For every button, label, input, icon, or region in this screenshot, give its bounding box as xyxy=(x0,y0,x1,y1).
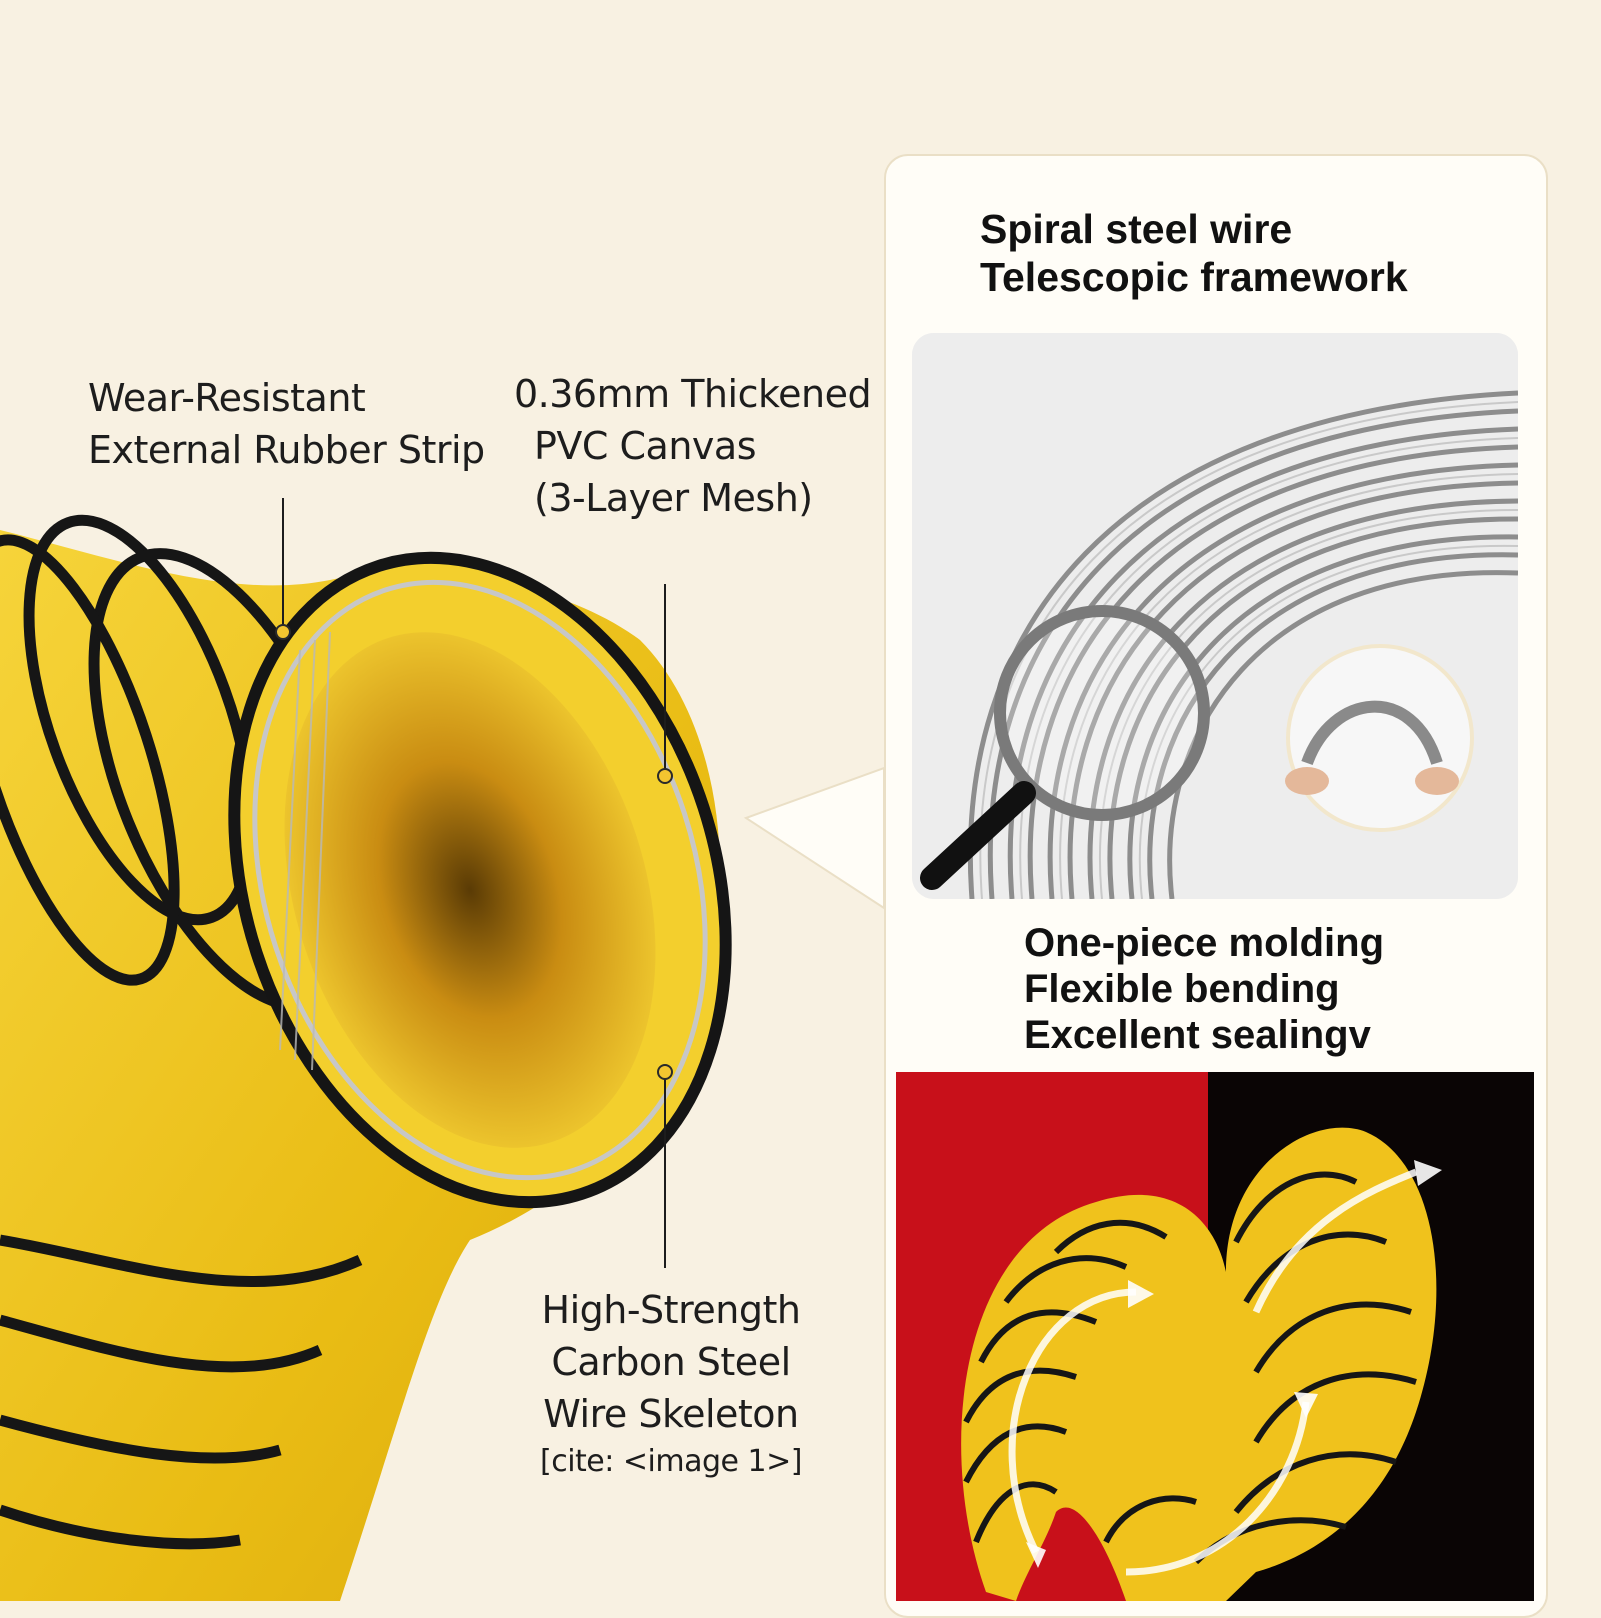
callout-line: Wear-Resistant xyxy=(88,376,366,420)
heading-line: Spiral steel wire xyxy=(980,206,1293,252)
steel-skeleton-callout: High-Strength Carbon Steel Wire Skeleton… xyxy=(540,1284,802,1484)
heading-line: Excellent sealingv xyxy=(1024,1013,1371,1057)
molding-heading: One-piece molding Flexible bending Excel… xyxy=(1024,920,1384,1058)
callout-dot-icon xyxy=(275,624,291,640)
heading-line: Flexible bending xyxy=(1024,967,1340,1011)
spiral-wire-heading: Spiral steel wire Telescopic framework xyxy=(980,205,1408,301)
callout-line: Carbon Steel xyxy=(551,1340,791,1384)
pvc-canvas-callout: 0.36mm Thickened PVC Canvas (3-Layer Mes… xyxy=(514,368,872,524)
callout-dot-icon xyxy=(657,1064,673,1080)
callout-line: (3-Layer Mesh) xyxy=(534,476,813,520)
steel-wire-photo xyxy=(912,333,1518,899)
wear-resistant-callout: Wear-Resistant External Rubber Strip xyxy=(88,372,485,476)
flow-arrow-icon xyxy=(1008,1168,1418,1576)
callout-line: PVC Canvas xyxy=(534,424,757,468)
callout-line: 0.36mm Thickened xyxy=(514,372,872,416)
flexible-hose-photo xyxy=(896,1072,1534,1601)
callout-line: Wire Skeleton xyxy=(543,1392,799,1436)
callout-line: High-Strength xyxy=(541,1288,801,1332)
magnifier-icon xyxy=(920,605,1210,890)
heading-line: Telescopic framework xyxy=(980,254,1408,300)
callout-dot-icon xyxy=(657,768,673,784)
callout-line: External Rubber Strip xyxy=(88,428,485,472)
heading-line: One-piece molding xyxy=(1024,921,1385,965)
citation-text: [cite: <image 1>] xyxy=(540,1444,802,1479)
